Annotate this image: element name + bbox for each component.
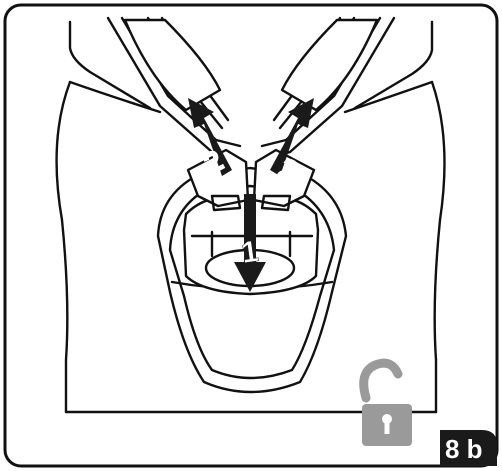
unlocked-padlock-icon — [359, 358, 412, 446]
figure-badge: 8 b — [440, 430, 497, 466]
arrow-2-left — [188, 98, 232, 176]
arrow-1-down — [234, 194, 266, 292]
figure-label: 8 b — [445, 434, 483, 464]
step-label-1: 1 — [239, 235, 260, 270]
arrow-2-right — [270, 98, 314, 176]
